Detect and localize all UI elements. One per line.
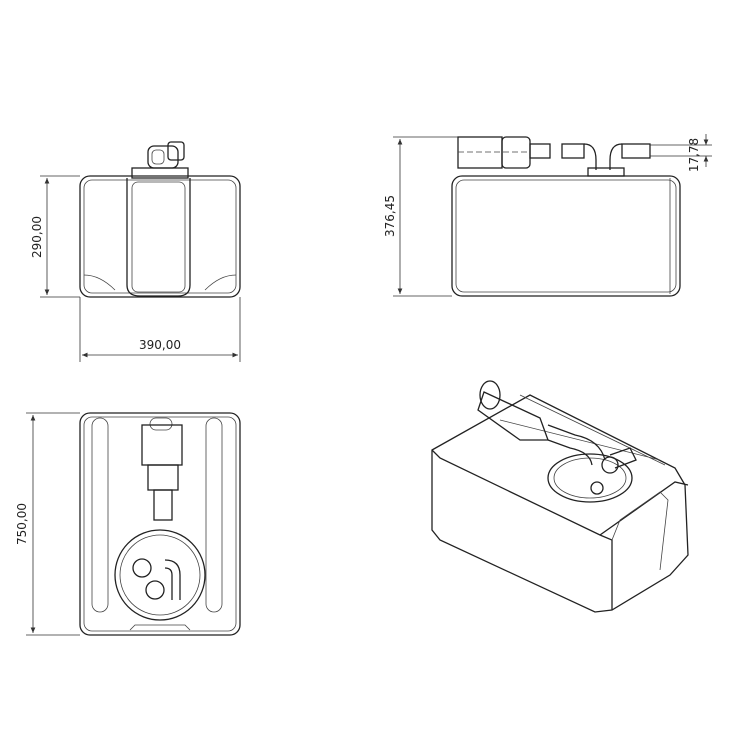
dim-label-750: 750,00 <box>15 503 29 545</box>
side-view <box>451 136 681 297</box>
dim-label-290: 290,00 <box>30 216 44 258</box>
dim-label-17: 17,78 <box>687 138 701 172</box>
dimension-side-height: 376,45 <box>383 136 458 297</box>
isometric-view <box>431 380 689 613</box>
dimension-front-width: 390,00 <box>79 297 241 362</box>
dimension-front-height: 290,00 <box>30 175 80 298</box>
dimension-top-length: 750,00 <box>15 412 80 636</box>
dimension-fitting-offset: 17,78 <box>650 134 712 172</box>
top-view <box>79 412 241 636</box>
dim-label-390: 390,00 <box>139 338 181 352</box>
dim-label-376: 376,45 <box>383 195 397 237</box>
front-view <box>79 141 241 298</box>
